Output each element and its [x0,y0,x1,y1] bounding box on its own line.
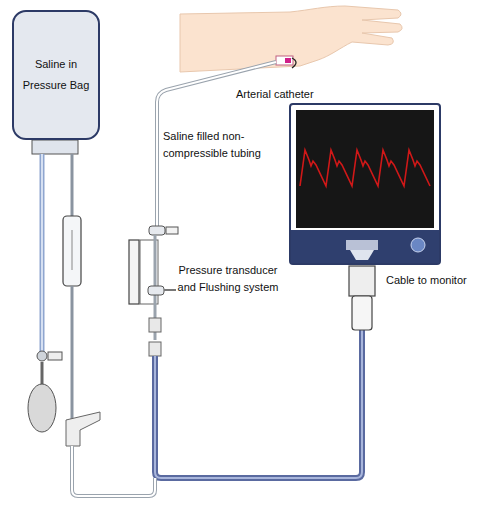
saline-tubing-core [157,62,276,228]
drip-chamber [63,216,81,286]
catheter-label: Arterial catheter [236,86,314,103]
bulb-valve [37,351,47,361]
connector [149,318,161,332]
stopcock-port [166,227,178,234]
monitor-screen [296,110,434,228]
drip-tube [71,154,74,216]
bulb-tube-core [41,154,43,360]
monitor-cable [155,330,362,478]
stopcock-handle [164,289,176,291]
bag-label: Saline in Pressure Bag [20,54,92,96]
catheter-hub [285,58,291,63]
transducer-label: Pressure transducer and Flushing system [172,262,284,295]
pressure-waveform [300,150,430,186]
bulb-valve-port [48,352,62,360]
cable-plug [349,266,375,296]
flush-tube [72,446,155,496]
monitor-case [290,104,440,264]
bulb-tube [40,154,45,360]
monitor-socket [346,240,378,250]
saline-bag: Saline in Pressure Bag [12,10,100,140]
transducer-plate [129,240,139,304]
inflation-bulb [28,384,56,432]
saline-tubing [157,62,276,228]
catheter-loop [292,58,296,68]
roller-clamp [66,412,100,446]
bulb-neck [41,362,44,385]
monitor-panel [291,230,439,263]
stopcock [148,286,164,295]
monitor-cable-core [155,330,362,478]
flush-tube-core [72,446,155,496]
monitor-button [411,238,425,252]
cable-plug-grip [352,296,372,330]
connector [149,342,161,356]
monitor-socket-slot [350,250,374,260]
stopcock [149,226,165,235]
arterial-catheter [276,56,293,65]
tubing-label: Saline filled non-compressible tubing [163,128,263,161]
arm [180,6,402,72]
cable-label: Cable to monitor [386,272,467,289]
bag-port [32,140,78,154]
drip-chamber-detail [72,230,73,270]
drip-tube [71,286,74,420]
